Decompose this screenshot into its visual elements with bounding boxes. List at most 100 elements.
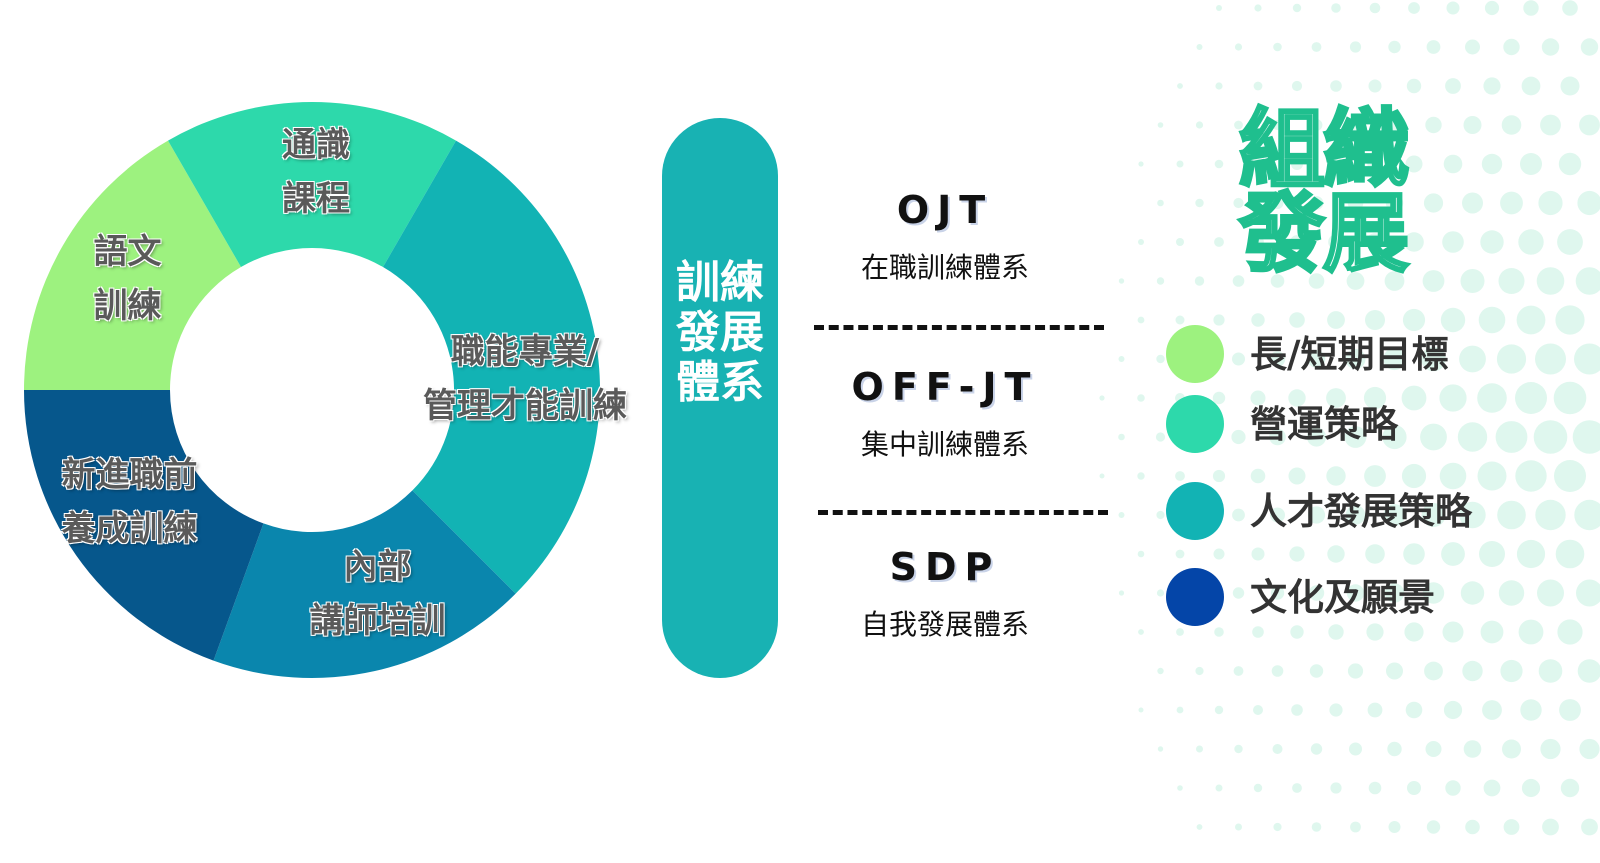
background-dot <box>1387 741 1402 757</box>
background-dot <box>1497 500 1526 530</box>
background-dot <box>1426 40 1441 54</box>
org-development-heading: 組織 發展 <box>1228 100 1418 279</box>
background-dot <box>1157 122 1164 128</box>
segment-label-language: 語文 訓練 <box>93 232 162 326</box>
background-dot <box>1503 819 1520 835</box>
background-dot <box>1535 343 1566 375</box>
divider-1 <box>814 325 1104 330</box>
background-dot <box>1446 1 1460 15</box>
background-dot <box>1404 232 1424 252</box>
background-dot <box>1383 504 1406 526</box>
background-dot <box>1405 701 1423 719</box>
background-dot <box>1498 580 1525 606</box>
background-dot <box>1515 382 1547 414</box>
background-dot <box>1253 81 1263 91</box>
segment-label-professional: 職能專業/ 管理才能訓練 <box>423 332 627 426</box>
background-dot <box>1349 742 1362 756</box>
background-dot <box>1502 739 1521 759</box>
background-dot <box>1498 268 1525 294</box>
background-dot <box>1368 781 1382 795</box>
background-dot <box>1465 39 1480 55</box>
background-dot <box>1272 744 1283 754</box>
background-dot <box>1176 238 1184 246</box>
background-dot <box>1215 82 1223 90</box>
background-dot <box>1366 233 1384 251</box>
background-dot <box>1214 627 1224 637</box>
background-dot <box>1406 78 1422 94</box>
background-dot <box>1533 420 1568 454</box>
background-dot <box>1581 818 1598 836</box>
background-dot <box>1420 423 1447 451</box>
system-subtitle-offjt: 集中訓練體系 <box>860 428 1029 461</box>
system-title-sdp: SDP <box>889 545 1001 589</box>
background-dot <box>1369 2 1381 14</box>
background-dot <box>1213 548 1225 560</box>
background-dot <box>1405 155 1423 173</box>
background-dot <box>1348 118 1363 132</box>
background-dot <box>1364 465 1386 487</box>
background-dot <box>1500 659 1523 683</box>
background-dot <box>1388 821 1401 833</box>
background-dot <box>1423 193 1444 213</box>
legend-label: 營運策略 <box>1250 403 1398 446</box>
background-dot <box>1273 42 1282 52</box>
segment-label-general: 通識 課程 <box>282 125 350 219</box>
background-dot <box>1557 619 1583 645</box>
background-dot <box>1495 421 1528 453</box>
background-dot <box>1311 822 1322 832</box>
background-dot <box>1441 542 1465 566</box>
background-dot <box>1330 782 1342 794</box>
background-dot <box>1553 381 1587 415</box>
background-dot <box>1177 785 1183 791</box>
background-dot <box>1385 194 1404 212</box>
background-dot <box>1118 590 1125 596</box>
background-dot <box>1384 583 1405 603</box>
background-dot <box>1516 539 1546 569</box>
background-dot <box>1537 579 1564 607</box>
background-dot <box>1422 582 1445 604</box>
background-dot <box>1484 0 1500 16</box>
background-dot <box>1542 818 1559 836</box>
background-dot <box>1577 659 1600 683</box>
background-dot <box>1137 316 1145 324</box>
background-dot <box>1306 427 1327 447</box>
background-dot <box>1310 119 1323 131</box>
pill-label: 訓練發展體系 <box>676 257 764 408</box>
background-dot <box>1326 466 1346 486</box>
background-dot <box>1273 822 1282 832</box>
background-dot <box>1196 44 1203 50</box>
background-dot <box>1234 744 1243 754</box>
background-dot <box>1250 468 1266 484</box>
background-dot <box>1118 433 1125 441</box>
background-dot <box>1345 349 1366 369</box>
background-dot <box>1290 235 1304 249</box>
legend-dot <box>1166 325 1224 383</box>
background-dot <box>1213 314 1225 326</box>
background-dot <box>1460 581 1485 605</box>
background-dot <box>1349 41 1362 53</box>
background-dot <box>1538 190 1563 216</box>
background-dot <box>1520 699 1542 721</box>
background-dot <box>1252 158 1264 170</box>
background-dot <box>1175 471 1185 481</box>
background-dot <box>1233 666 1244 676</box>
background-dot <box>1541 38 1560 56</box>
background-dot <box>1479 541 1505 567</box>
background-dot <box>1327 545 1345 563</box>
background-dot <box>1254 4 1262 12</box>
background-dot <box>1195 121 1204 129</box>
background-dot <box>1195 198 1204 208</box>
background-dot <box>1137 550 1145 558</box>
heading-line-1: 組織 <box>1238 100 1411 200</box>
background-dot <box>1155 432 1166 442</box>
donut-diagram <box>24 101 600 678</box>
background-dot <box>1560 778 1580 798</box>
segment-newhire <box>24 390 264 661</box>
background-dot <box>1233 197 1244 209</box>
background-dot <box>1118 278 1125 284</box>
background-dot <box>1403 543 1425 565</box>
background-dot <box>1292 3 1302 13</box>
background-dot <box>1560 76 1580 96</box>
system-subtitle-sdp: 自我發展體系 <box>860 608 1029 641</box>
